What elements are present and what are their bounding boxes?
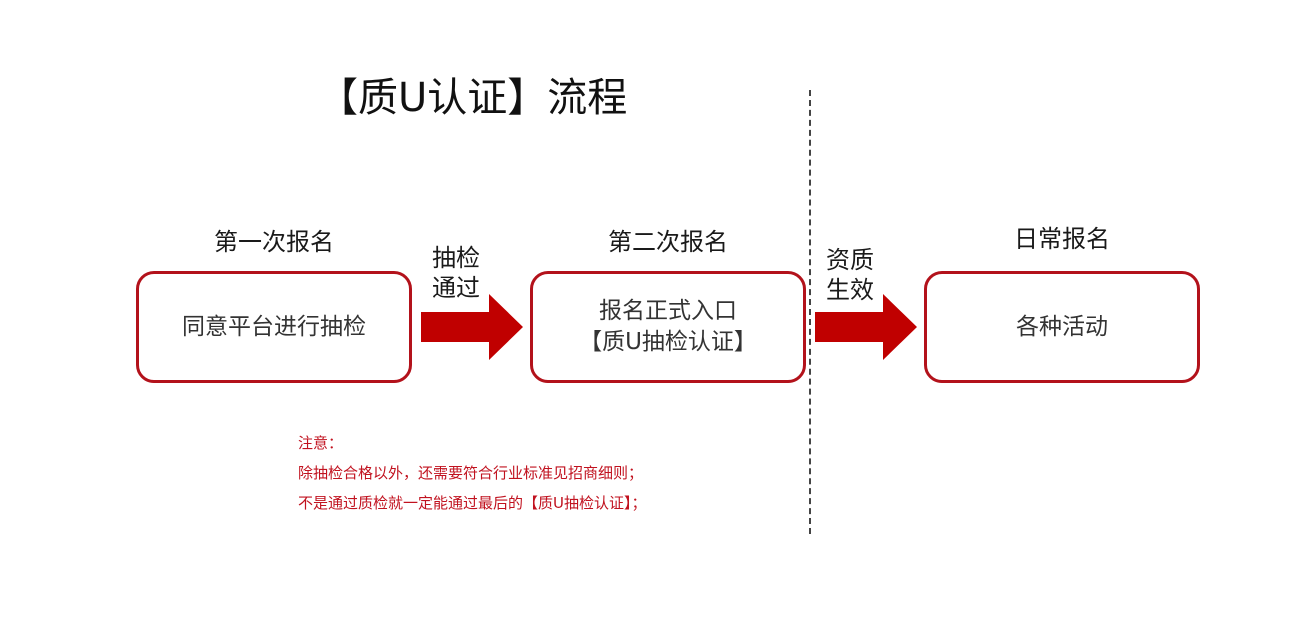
- arrow-1-label-line-1: 抽检: [432, 244, 480, 272]
- page-title: 【质U认证】流程: [318, 75, 628, 121]
- phase-divider: [809, 90, 811, 534]
- arrow-2-shape: [815, 294, 917, 360]
- step-1-label: 第一次报名: [214, 228, 334, 256]
- step-2-box-text-line-1: 报名正式入口: [599, 298, 737, 324]
- arrow-2-label-line-2: 生效: [826, 276, 874, 304]
- arrow-1-label-line-2: 通过: [432, 274, 480, 302]
- arrow-2: [815, 294, 917, 360]
- step-3-box: 各种活动: [924, 271, 1200, 383]
- step-3-label: 日常报名: [1014, 225, 1110, 253]
- arrow-2-label: 资质 生效: [826, 245, 874, 305]
- notes-block: 注意： 除抽检合格以外，还需要符合行业标准见招商细则； 不是通过质检就一定能通过…: [298, 428, 646, 518]
- notes-line-2: 不是通过质检就一定能通过最后的【质U抽检认证】；: [298, 494, 647, 512]
- step-2-label: 第二次报名: [608, 228, 728, 256]
- notes-heading: 注意：: [298, 434, 344, 452]
- arrow-1-label: 抽检 通过: [432, 243, 480, 303]
- arrow-1: [421, 294, 523, 360]
- step-1-box-text: 同意平台进行抽检: [182, 313, 366, 340]
- arrow-2-label-line-1: 资质: [826, 246, 874, 274]
- step-1-box: 同意平台进行抽检: [136, 271, 412, 383]
- notes-line-1: 除抽检合格以外，还需要符合行业标准见招商细则；: [298, 464, 644, 482]
- step-2-box-text-line-2: 【质U抽检认证】: [579, 329, 757, 355]
- arrow-1-shape: [421, 294, 523, 360]
- step-2-box: 报名正式入口 【质U抽检认证】: [530, 271, 806, 383]
- step-3-box-text: 各种活动: [1016, 313, 1108, 340]
